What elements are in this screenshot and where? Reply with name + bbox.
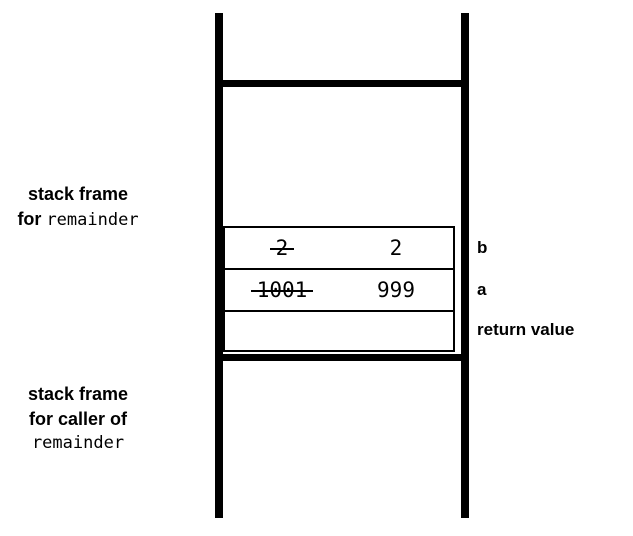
cell-return-value-left (225, 332, 339, 333)
caption-lower-line1: stack frame (27, 384, 129, 404)
frame-divider-bottom (215, 354, 469, 361)
stack-rail-left (215, 13, 223, 518)
slot-label-b: b (477, 238, 488, 257)
table-row (225, 312, 453, 352)
caption-stack-frame-remainder: stack frame for remainder (0, 182, 183, 232)
caption-upper-line2-function: remainder (46, 209, 139, 230)
cell-a-new: 999 (377, 277, 415, 302)
frame-divider-top (215, 80, 469, 87)
caption-upper-line2-prefix: for (17, 208, 47, 229)
caption-lower-line3-function: remainder (31, 432, 125, 453)
caption-upper-line1: stack frame (27, 184, 129, 204)
cell-a-old: 1001 (250, 277, 313, 302)
stack-rail-right (461, 13, 469, 518)
caption-lower-line2: for caller of (28, 408, 128, 429)
caption-stack-frame-caller: stack frame for caller of remainder (0, 382, 183, 455)
cell-b-old: 2 (269, 235, 294, 260)
slot-label-a: a (477, 280, 487, 299)
caption-upper-line2: for remainder (0, 207, 183, 232)
table-row: 1001 999 (225, 270, 453, 312)
table-row: 2 2 (225, 228, 453, 270)
frame-variable-table: 2 2 1001 999 (223, 226, 455, 352)
cell-return-value-right (339, 332, 453, 333)
cell-b-new: 2 (389, 235, 403, 260)
slot-label-return-value: return value (477, 320, 575, 339)
